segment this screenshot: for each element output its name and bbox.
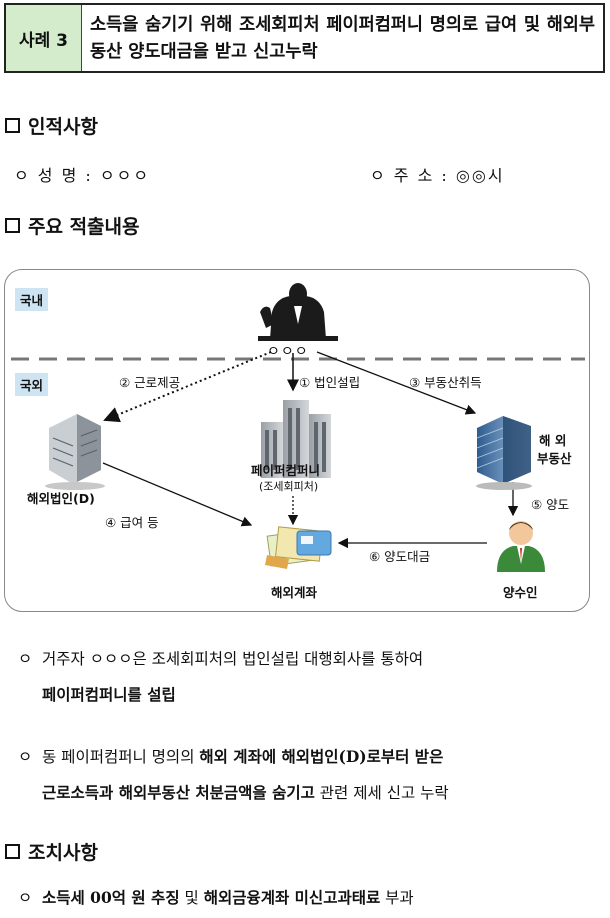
bullet: ㅇ — [18, 650, 33, 668]
action-a: 소득세 00억 원 추징 — [42, 888, 180, 907]
square-bullet-icon — [5, 844, 20, 859]
finding-paragraph-2: ㅇ 동 페이퍼컴퍼니 명의의 해외 계좌에 해외법인(D)로부터 받은 근로소득과… — [18, 739, 606, 811]
finding-2-a: 동 페이퍼컴퍼니 명의의 — [42, 748, 200, 766]
section-personal-title: 인적사항 — [28, 116, 98, 138]
bullet: ㅇ — [18, 748, 33, 766]
person-name: ㅇㅇㅇ — [267, 344, 309, 360]
section-personal: 인적사항 — [5, 112, 98, 139]
section-actions-title: 조치사항 — [28, 842, 98, 864]
flow-diagram: 국내 국외 ㅇㅇㅇ ① 법인설립 ② 근로제공 ③ 부동산취득 페이퍼컴퍼니 (… — [4, 269, 590, 612]
diagram-graphics — [11, 283, 585, 572]
arrow-property-purchase — [316, 351, 477, 415]
glass-tower-icon — [476, 416, 532, 490]
section-actions: 조치사항 — [5, 838, 98, 865]
action-c: 해외금융계좌 미신고과태료 — [203, 888, 381, 907]
bank-account-icon — [265, 526, 332, 569]
case-tag: 사례 3 — [6, 5, 82, 71]
overseas-property-label-2: 부동산 — [537, 451, 572, 466]
action-d: 부과 — [380, 889, 414, 907]
square-bullet-icon — [5, 118, 20, 133]
person-icon — [258, 283, 338, 341]
step1-label: ① 법인설립 — [299, 375, 361, 390]
office-building-icon — [45, 414, 105, 490]
step2-label: ② 근로제공 — [119, 375, 181, 390]
step4-label: ④ 급여 등 — [105, 515, 159, 530]
case-header: 사례 3 소득을 숨기기 위해 조세회피처 페이퍼컴퍼니 명의로 급여 및 해외… — [4, 3, 605, 73]
action-paragraph: ㅇ 소득세 00억 원 추징 및 해외금융계좌 미신고과태료 부과 — [18, 880, 606, 916]
address-line: ㅇ 주 소 : ◎◎시 — [370, 166, 505, 185]
overseas-property-label-1: 해 외 — [539, 433, 567, 448]
name-line: ㅇ 성 명 : ㅇㅇㅇ — [14, 166, 151, 185]
overseas-label: 국외 — [15, 373, 49, 396]
section-findings: 주요 적출내용 — [5, 212, 140, 239]
buyer-person-icon — [497, 521, 545, 572]
action-b: 및 — [179, 889, 204, 907]
paper-company-label: 페이퍼컴퍼니 — [251, 463, 321, 478]
finding-2-b: 해외 계좌에 해외법인(D)로부터 받은 — [199, 747, 444, 766]
finding-2-d: 관련 제세 신고 누락 — [314, 784, 449, 802]
finding-1-line-1: 거주자 ㅇㅇㅇ은 조세회피처의 법인설립 대행회사를 통하여 — [42, 650, 424, 668]
overseas-corp-label: 해외법인(D) — [27, 491, 95, 506]
finding-paragraph-1: ㅇ 거주자 ㅇㅇㅇ은 조세회피처의 법인설립 대행회사를 통하여 페이퍼컴퍼니를 … — [18, 641, 606, 713]
section-findings-title: 주요 적출내용 — [28, 216, 140, 238]
domestic-label: 국내 — [15, 288, 49, 311]
step3-label: ③ 부동산취득 — [409, 375, 482, 390]
paper-company-sub-label: (조세회피처) — [259, 480, 319, 493]
bullet: ㅇ — [18, 889, 33, 907]
step6-label: ⑥ 양도대금 — [369, 549, 431, 564]
square-bullet-icon — [5, 218, 20, 233]
arrow-salary — [102, 462, 253, 527]
overseas-account-label: 해외계좌 — [271, 585, 318, 600]
case-title: 소득을 숨기기 위해 조세회피처 페이퍼컴퍼니 명의로 급여 및 해외부동산 양… — [90, 15, 595, 62]
step5-label: ⑤ 양도 — [531, 497, 570, 512]
paper-company-building-icon — [261, 400, 331, 478]
buyer-label: 양수인 — [503, 585, 538, 600]
finding-1-line-2: 페이퍼컴퍼니를 설립 — [42, 685, 176, 704]
finding-2-c: 근로소득과 해외부동산 처분금액을 숨기고 — [42, 783, 315, 802]
